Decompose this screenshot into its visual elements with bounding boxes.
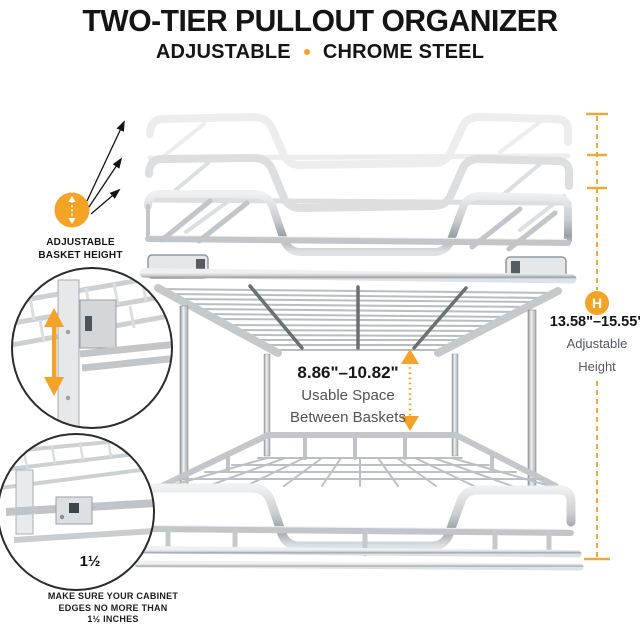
- subtitle-right: CHROME STEEL: [322, 41, 485, 63]
- page-title: TWO-TIER PULLOUT ORGANIZER: [82, 3, 558, 38]
- usable-space-arrow: [401, 349, 419, 431]
- adjust-direction-arrow-icon: [44, 308, 64, 396]
- ghost-basket-position-2: [145, 154, 573, 234]
- height-badge: H: [585, 291, 609, 315]
- top-basket: [139, 190, 577, 357]
- subtitle-left: ADJUSTABLE: [155, 41, 291, 63]
- usable-space-value: 8.86"–10.82": [297, 363, 399, 382]
- detail-inset-cabinet-edge: [0, 433, 155, 591]
- usable-space-label: 8.86"–10.82" Usable Space Between Basket…: [248, 363, 448, 427]
- subtitle-separator-dot: [303, 49, 310, 55]
- detail-inset-adjustable-rail: [11, 267, 173, 429]
- adjustable-height-label: 13.58"–15.55" Adjustable Height: [527, 313, 640, 378]
- cabinet-clearance-caption: MAKE SURE YOUR CABINET EDGES NO MORE THA…: [47, 591, 179, 624]
- basket-height-label: ADJUSTABLE BASKET HEIGHT: [38, 237, 123, 261]
- page-subtitle: ADJUSTABLE CHROME STEEL: [0, 41, 640, 64]
- bottom-basket: [134, 432, 584, 571]
- height-dimension-line: [584, 112, 610, 561]
- adjustable-height-value: 13.58"–15.55": [549, 314, 640, 330]
- adjustable-basket-height-icon: [54, 192, 90, 228]
- height-position-arrows: [86, 120, 125, 215]
- cabinet-clearance-value: 1½: [79, 553, 101, 570]
